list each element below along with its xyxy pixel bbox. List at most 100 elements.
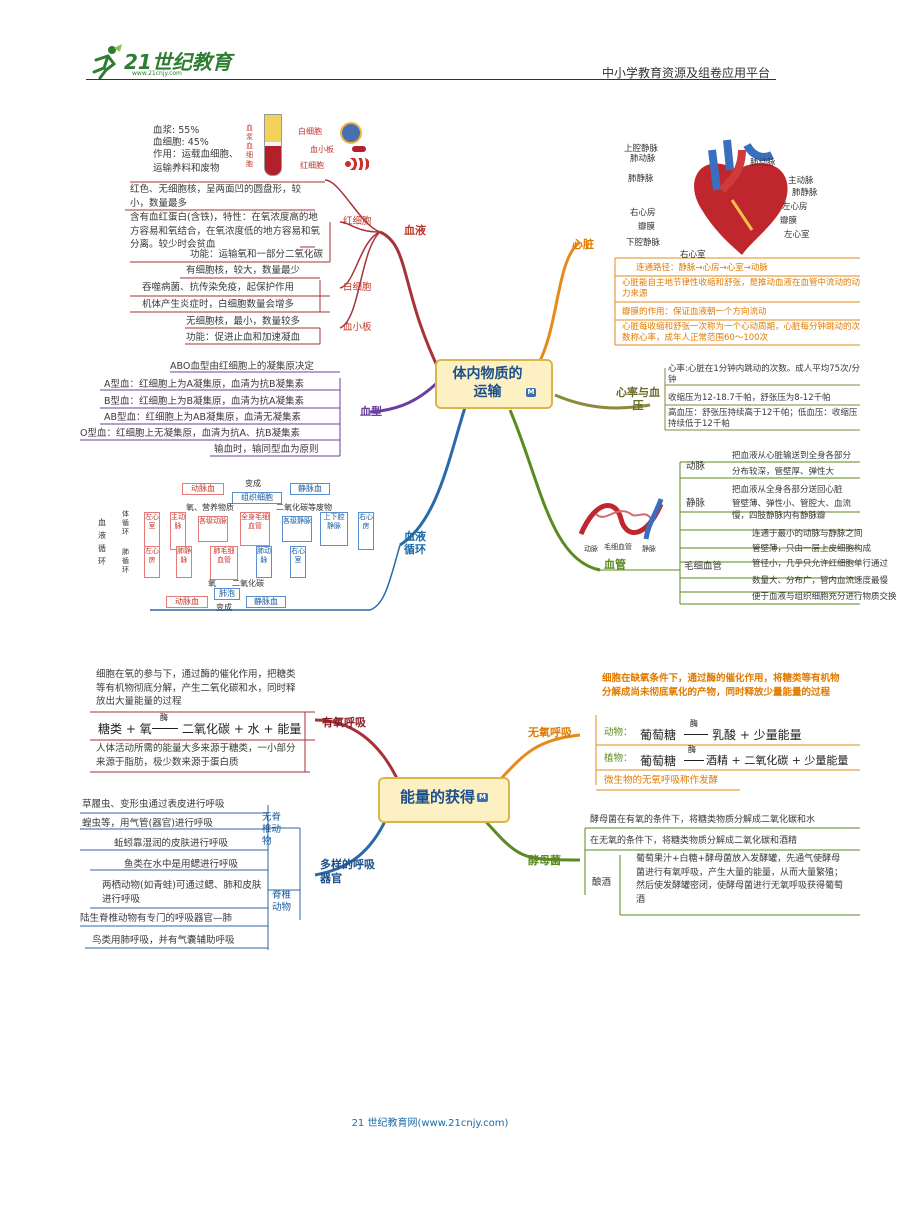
vessel-lbl-artery: 动脉 — [584, 545, 598, 553]
pul-capillaries: 肺毛细血管 — [210, 546, 238, 580]
anaerobic-plant-eq: 葡萄糖 酶 酒精 + 二氧化碳 + 少量能量 — [640, 745, 860, 768]
aerobic-eq-left: 糖类 + 氧 — [98, 722, 152, 736]
vert-item-1: 鱼类在水中是用鳃进行呼吸 — [124, 859, 239, 870]
heart-lbl-pa-left: 肺动脉 — [630, 154, 656, 164]
sys-arteries: 各级动脉 — [198, 516, 228, 542]
yeast-label: 酵母菌 — [528, 854, 561, 867]
vert-item-3: 陆生脊椎动物有专门的呼吸器官—肺 — [80, 913, 233, 924]
platform-title: 中小学教育资源及组卷应用平台 — [601, 66, 770, 80]
pul-right-ventricle: 右心室 — [290, 546, 306, 578]
heart-lbl-pa-right: 肺动脉 — [750, 158, 776, 168]
yeast-item-2: 在无氧的条件下，将糖类物质分解成二氧化碳和酒精 — [590, 836, 798, 846]
anaerobic-animal-eq: 葡萄糖 酶 乳酸 + 少量能量 — [640, 719, 840, 742]
heart-rate-label: 心率与血压 — [616, 386, 660, 412]
circ-artery-bottom: 动脉血 — [166, 596, 208, 608]
capillary-item-1: 连通于最小的动脉与静脉之间 — [752, 529, 863, 539]
vein-item-2: 管壁薄、弹性小、管腔大、血流慢，四肢静脉内有静脉瓣 — [732, 499, 852, 521]
vert-item-2: 两栖动物(如青蛙)可通过鳃、肺和皮肤进行呼吸 — [102, 880, 262, 905]
heart-lbl-la: 左心房 — [782, 202, 808, 212]
runner-logo-icon — [92, 44, 122, 80]
heart-lbl-pv-left: 肺静脉 — [628, 174, 654, 184]
animal-eq-enzyme: 酶 — [690, 719, 698, 728]
heart-rate-item-1: 心率:心脏在1分钟内跳动的次数。成人平均75次/分钟 — [668, 364, 860, 385]
platelet-item-1: 无细胞核，最小，数量较多 — [186, 316, 301, 327]
rbc-item-3: 功能：运输氧和一部分二氧化碳 — [190, 249, 324, 260]
capillary-item-2: 管壁薄，只由一层上皮细胞构成 — [752, 544, 872, 554]
heart-rate-item-3: 高血压：舒张压持续高于12千帕；低血压：收缩压持续低于12千帕 — [668, 408, 858, 429]
platelet-icon — [352, 146, 366, 152]
heart-lbl-lv: 左心室 — [784, 230, 810, 240]
circ-co2-waste: 二氧化碳等废物 — [276, 503, 332, 512]
circ-vein-top: 静脉血 — [290, 483, 330, 495]
platelet-item-2: 功能：促进止血和加速凝血 — [186, 332, 301, 343]
circ-vein-bottom: 静脉血 — [246, 596, 286, 608]
plant-eq-right: 酒精 + 二氧化碳 + 少量能量 — [706, 754, 849, 767]
composition-function: 作用：运载血细胞、运输养料和废物 — [153, 149, 239, 174]
vessels-label: 血管 — [604, 558, 626, 571]
rbc-item-2: 含有血红蛋白(含铁)，特性：在氧浓度高的地方容易和氧结合，在氧浓度低的地方容易和… — [130, 212, 321, 250]
heart-lbl-rv: 右心室 — [680, 250, 706, 260]
wbc-label: 白细胞 — [298, 127, 322, 136]
heart-lbl-aorta: 主动脉 — [788, 176, 814, 186]
platelet-label: 血小板 — [310, 145, 334, 154]
plant-eq-left: 葡萄糖 — [640, 754, 677, 768]
rbc-item-1: 红色、无细胞核，呈两面凹的圆盘形，较小，数量最多 — [130, 184, 302, 209]
rbc-cells-icon — [344, 158, 370, 170]
heart-rate-item-2: 收缩压为12-18.7千帕，舒张压为8-12千帕 — [668, 393, 831, 403]
heart-label: 心脏 — [572, 238, 594, 251]
aerobic-arrow-icon — [152, 728, 178, 729]
heart-item-2: 心脏能自主地节律性收缩和舒张，是推动血液在血管中流动的动力来源 — [622, 278, 861, 299]
heart-item-3: 瓣膜的作用：保证血液朝一个方向流动 — [622, 307, 767, 317]
test-tube-icon — [264, 114, 282, 176]
sys-aorta: 主动脉 — [170, 512, 186, 550]
map1-center-title: 体内物质的运输 — [452, 366, 523, 400]
logo-url: www.21cnjy.com — [132, 70, 182, 77]
vessel-diagram: 动脉 毛细血管 静脉 — [576, 494, 666, 554]
pul-vein: 肺静脉 — [176, 546, 192, 578]
composition-cells: 血细胞: 45% — [153, 137, 209, 148]
map1-badge: M — [525, 387, 537, 397]
anaerobic-label: 无氧呼吸 — [528, 726, 572, 739]
aerobic-desc: 细胞在氧的参与下，通过酶的催化作用，把糖类等有机物彻底分解，产生二氧化碳和水，同… — [96, 669, 296, 707]
circ-top-change: 变成 — [245, 479, 261, 488]
vessel-lbl-vein: 静脉 — [642, 545, 656, 553]
artery-item-1: 把血液从心脏输送到全身各部分 — [732, 451, 852, 461]
vessel-lbl-capillary: 毛细血管 — [604, 543, 632, 551]
invert-label: 无脊椎动物 — [262, 812, 282, 847]
circ-side-main: 血液循环 — [98, 518, 106, 566]
wine-text: 葡萄果汁+白糖+酵母菌放入发酵罐，先通气使酵母菌进行有氧呼吸，产生大量的能量，从… — [636, 854, 844, 905]
vert-item-4: 鸟类用肺呼吸，并有气囊辅助呼吸 — [92, 935, 235, 946]
wbc-cell-icon — [340, 122, 362, 144]
composition-plasma: 血浆: 55% — [153, 125, 200, 136]
wbc-item-1: 有细胞核，较大，数量最少 — [186, 265, 301, 276]
blood-type-item-1: ABO血型由红细胞上的凝集原决定 — [170, 361, 314, 372]
blood-type-item-5: O型血：红细胞上无凝集原，血清为抗A、抗B凝集素 — [80, 428, 300, 439]
blood-type-label: 血型 — [360, 405, 382, 418]
sys-vena-cava: 上下腔静脉 — [320, 512, 348, 546]
map2-center-title: 能量的获得 — [400, 788, 476, 806]
invert-item-2: 蝗虫等，用气管(器官)进行呼吸 — [82, 818, 213, 829]
organs-label: 多样的呼吸器官 — [320, 858, 375, 885]
capillary-item-5: 便于血液与组织细胞充分进行物质交换 — [752, 592, 897, 602]
heart-icon — [694, 139, 788, 255]
circ-oxygen: 氧 — [208, 579, 216, 588]
footer-text: 21 世纪教育网(www.21cnjy.com) — [351, 1118, 509, 1129]
map1-connectors — [80, 179, 860, 611]
aerobic-eq-right: 二氧化碳 + 水 + 能量 — [182, 722, 302, 736]
sys-veins: 各级静脉 — [282, 516, 312, 542]
artery-item-2: 分布较深，管壁厚、弹性大 — [732, 467, 835, 477]
anaerobic-note: 微生物的无氧呼吸称作发酵 — [604, 775, 719, 786]
circ-alveoli: 肺泡 — [214, 588, 240, 600]
blood-label: 血液 — [404, 224, 426, 237]
blood-type-item-2: A型血：红细胞上为A凝集原，血清为抗B凝集素 — [104, 379, 305, 390]
heart-lbl-ra: 右心房 — [630, 208, 656, 218]
plant-arrow-icon — [684, 760, 704, 761]
sys-capillaries: 全身毛细血管 — [240, 512, 270, 546]
heart-item-1: 连通路径：静脉→心房→心室→动脉 — [636, 263, 768, 273]
vein-label: 静脉 — [686, 498, 706, 509]
aerobic-label: 有氧呼吸 — [322, 716, 366, 729]
sys-right-atrium: 右心房 — [358, 512, 374, 550]
circ-bottom-change: 变成 — [216, 603, 232, 612]
